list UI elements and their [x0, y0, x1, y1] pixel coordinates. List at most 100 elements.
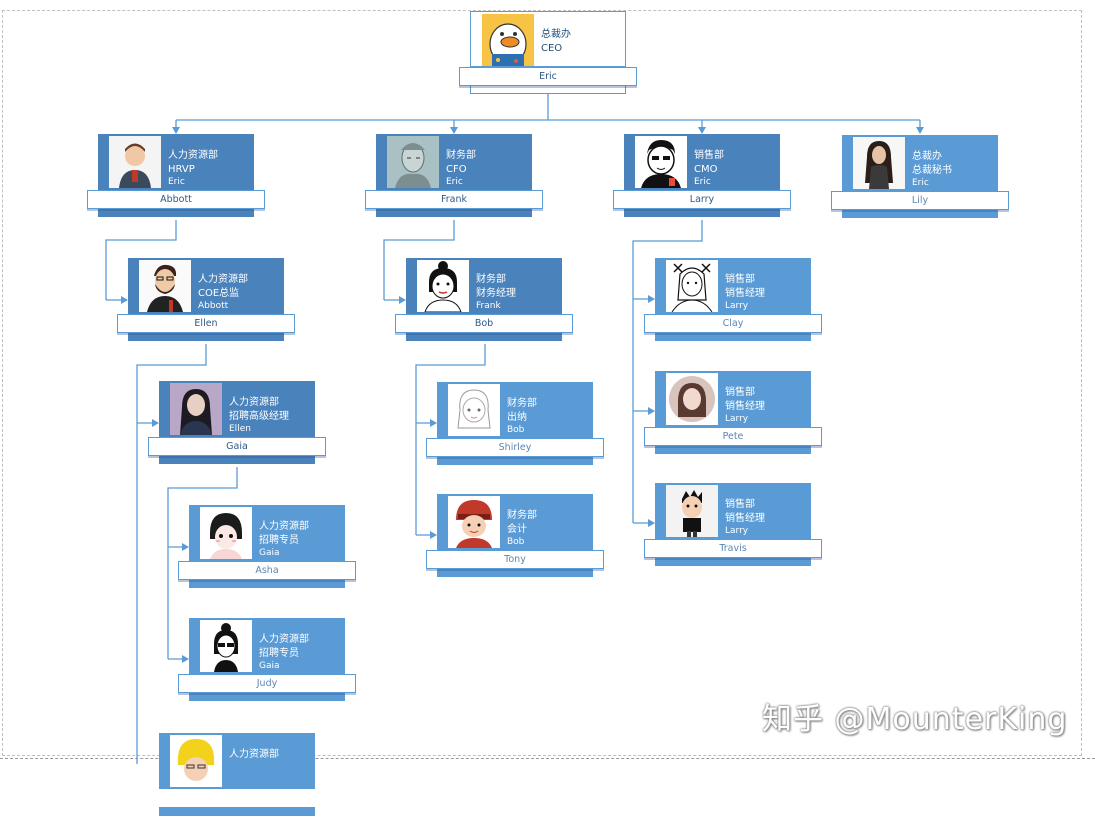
- node-header: 人力资源部: [159, 733, 315, 789]
- page-break-line: [0, 758, 1095, 759]
- node-footer: [655, 445, 811, 454]
- node-footer: [437, 568, 593, 577]
- node-footer: [159, 455, 315, 464]
- node-footer: [376, 208, 532, 217]
- node-name-label: Eric: [459, 67, 637, 86]
- department-label: 人力资源部: [198, 274, 248, 285]
- node-footer: [655, 332, 811, 341]
- reports-to-label: Bob: [507, 537, 525, 547]
- page-boundary: [2, 10, 1082, 756]
- node-footer: [159, 807, 315, 816]
- department-label: 总裁办: [912, 151, 942, 162]
- node-name-label: Larry: [613, 190, 791, 209]
- role-label: CEO: [541, 42, 563, 54]
- doodle-avatar: [666, 260, 718, 312]
- role-label: CFO: [446, 163, 467, 175]
- reports-to-label: Eric: [912, 178, 929, 188]
- reports-to-label: Eric: [168, 177, 185, 187]
- cartoon-boy-avatar: [666, 485, 718, 537]
- node-footer: [189, 692, 345, 701]
- role-label: 销售经理: [725, 400, 765, 412]
- node-name-label: Judy: [178, 674, 356, 693]
- reports-to-label: Eric: [446, 177, 463, 187]
- department-label: 销售部: [725, 499, 755, 510]
- org-node-partial[interactable]: 人力资源部: [148, 733, 326, 821]
- watermark: 知乎 @MounterKing: [762, 702, 1068, 737]
- node-name-label: Gaia: [148, 437, 326, 456]
- node-footer: [128, 332, 284, 341]
- department-label: 财务部: [476, 274, 506, 285]
- department-label: 人力资源部: [229, 749, 279, 760]
- role-label: 销售经理: [725, 512, 765, 524]
- reports-to-label: Larry: [725, 301, 749, 311]
- reports-to-label: Frank: [476, 301, 501, 311]
- node-name-label: Frank: [365, 190, 543, 209]
- duck-avatar: [482, 14, 534, 66]
- department-label: 销售部: [725, 387, 755, 398]
- department-label: 人力资源部: [259, 634, 309, 645]
- department-label: 人力资源部: [259, 521, 309, 532]
- department-label: 财务部: [507, 398, 537, 409]
- role-label: 会计: [507, 523, 527, 535]
- cartoon-man-avatar: [635, 136, 687, 188]
- node-info: 人力资源部: [229, 748, 279, 762]
- role-label: COE总监: [198, 287, 240, 299]
- node-name-label: Tony: [426, 550, 604, 569]
- anime-girl-avatar: [200, 507, 252, 559]
- reports-to-label: Bob: [507, 425, 525, 435]
- role-label: 销售经理: [725, 287, 765, 299]
- node-header: 人力资源部 COE总监 Abbott: [128, 258, 284, 314]
- node-name-label: Asha: [178, 561, 356, 580]
- reports-to-label: Gaia: [259, 661, 280, 671]
- node-name-label: Lily: [831, 191, 1009, 210]
- department-label: 销售部: [694, 150, 724, 161]
- node-name-label: Bob: [395, 314, 573, 333]
- node-footer: [470, 85, 626, 94]
- woman-avatar: [853, 137, 905, 189]
- node-footer: [655, 557, 811, 566]
- node-name-label: Shirley: [426, 438, 604, 457]
- bun-girl-avatar: [417, 260, 469, 312]
- role-label: CMO: [694, 163, 718, 175]
- round-photo-avatar: [666, 373, 718, 425]
- node-footer: [189, 579, 345, 588]
- line-girl-avatar: [448, 384, 500, 436]
- bearded-man-avatar: [139, 260, 191, 312]
- node-footer: [842, 209, 998, 218]
- node-name-label: Ellen: [117, 314, 295, 333]
- node-info: 人力资源部 COE总监 Abbott: [198, 273, 248, 314]
- reports-to-label: Abbott: [198, 301, 229, 311]
